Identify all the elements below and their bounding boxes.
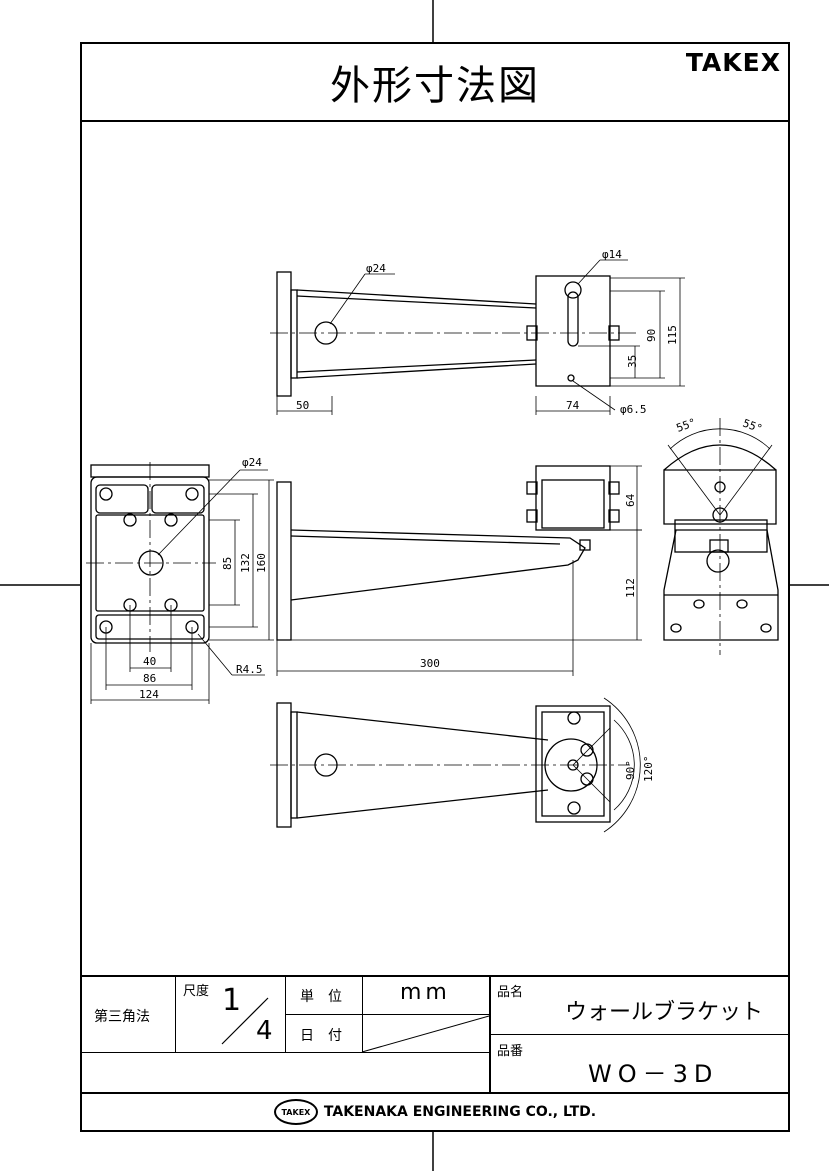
dim-132: 132 [239,553,252,573]
scale-label: 尺度 [183,984,210,999]
date-label: 日 付 [300,1028,342,1044]
product-name: ウォールブラケット [565,1000,764,1025]
product-number-label: 品番 [497,1044,524,1059]
dim-64: 64 [624,493,637,507]
drawing-title: 外形寸法図 [330,63,540,109]
wall-plate-side [276,481,292,641]
dim-115: 115 [666,325,679,345]
dim-90-deg: 90° [624,760,637,780]
dim-phi24-top: φ24 [366,262,386,275]
drawing-frame [80,42,790,1132]
unit-label: 単 位 [300,989,342,1005]
dim-86: 86 [143,672,156,685]
product-number: WO－3D [588,1060,719,1088]
mount-block-bottom [535,705,611,823]
dim-35: 35 [626,355,639,368]
dim-55-left: 55° [675,416,698,435]
projection-label: 第三角法 [94,1009,150,1025]
dim-phi14: φ14 [602,248,622,261]
mount-block-side [535,465,611,531]
dim-50: 50 [296,399,309,412]
dim-300: 300 [420,657,440,670]
dim-85: 85 [221,557,234,570]
title-divider [80,120,790,122]
dim-40: 40 [143,655,156,668]
company-bar: TAKEX TAKENAKA ENGINEERING CO., LTD. [80,1094,790,1130]
company-name: TAKENAKA ENGINEERING CO., LTD. [323,1104,597,1120]
dim-112: 112 [624,578,637,598]
right-view [663,418,779,655]
top-view [270,259,685,415]
dim-r4-5: R4.5 [236,663,263,676]
mount-block [535,275,611,387]
dim-phi6-5: φ6.5 [620,403,647,416]
dim-90: 90 [645,329,658,342]
scale-denominator: 4 [256,1016,273,1046]
dim-phi24-front: φ24 [242,456,262,469]
scale-numerator: 1 [222,983,242,1018]
dim-124: 124 [139,688,159,701]
wall-plate [276,271,292,397]
side-view [276,465,642,676]
bottom-view [270,697,641,833]
unit-value: mm [400,980,451,1005]
front-view [86,462,274,704]
product-name-label: 品名 [497,985,524,1000]
company-logo-icon: TAKEX [273,1099,318,1125]
brand-logo: TAKEX [685,48,781,77]
dim-74: 74 [566,399,580,412]
dim-120-deg: 120° [642,756,655,783]
dim-55-right: 55° [741,417,764,436]
dim-160: 160 [255,553,268,573]
